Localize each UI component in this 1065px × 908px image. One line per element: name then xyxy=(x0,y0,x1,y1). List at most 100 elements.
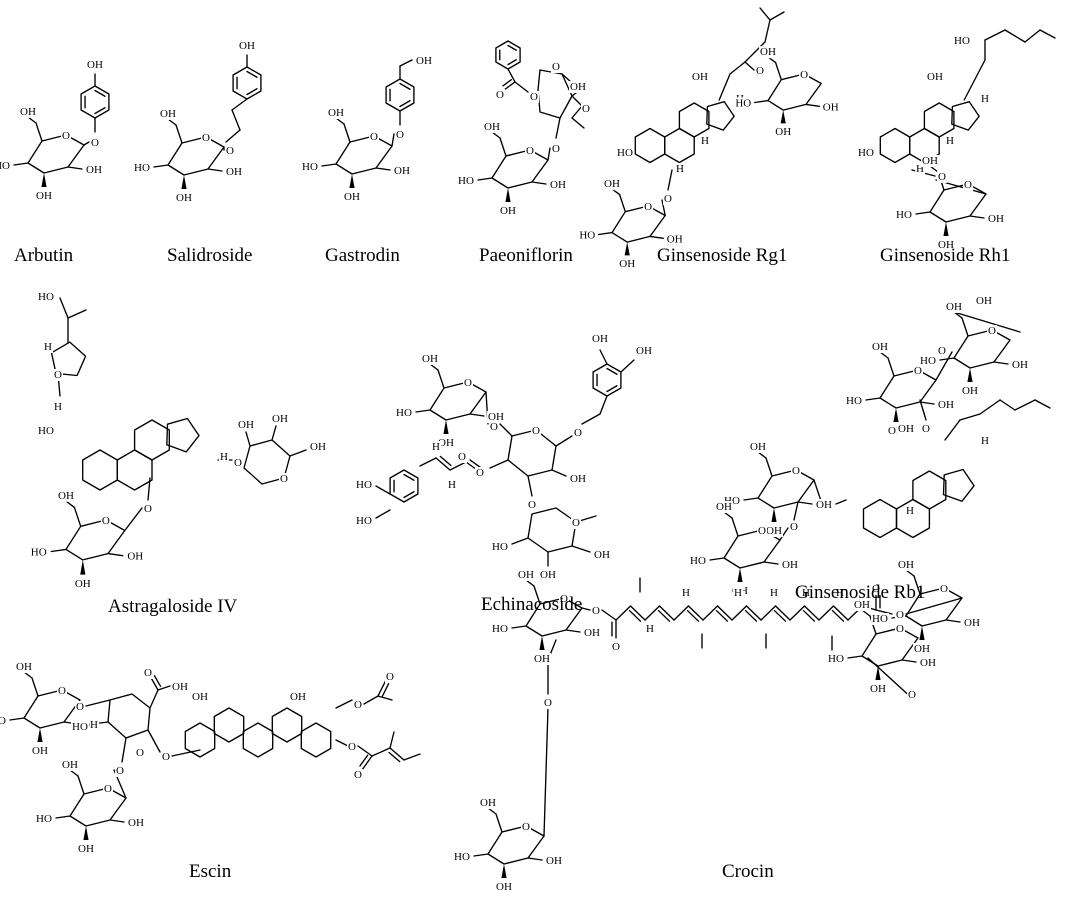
bond xyxy=(599,395,608,415)
bond xyxy=(959,413,981,421)
bond xyxy=(231,109,241,131)
c2-hydroxyl: OH xyxy=(964,617,980,629)
atom-label-background xyxy=(765,525,783,537)
atom-label-background xyxy=(774,126,793,138)
atom-label-background xyxy=(821,101,840,114)
c4-oh-bond xyxy=(473,853,489,857)
atom-label-o: O xyxy=(76,701,84,713)
bond xyxy=(789,605,806,621)
atom-label-background xyxy=(593,549,611,561)
double-bond xyxy=(361,755,373,771)
atom-label-oh: OH xyxy=(692,71,708,83)
atom-label-background xyxy=(551,143,562,155)
atom-label-o: O xyxy=(908,689,916,701)
atom-label-background xyxy=(533,653,551,665)
bond xyxy=(147,477,151,501)
atom-label-background xyxy=(57,685,68,697)
c2-hydroxyl: OH xyxy=(86,164,102,176)
double-bond xyxy=(658,605,675,621)
c2-oh-bond xyxy=(993,361,1009,365)
aromatic-inner-bond xyxy=(606,367,618,375)
ring-oxygen: O xyxy=(964,179,972,191)
double-bond xyxy=(377,679,387,697)
atom-label-background xyxy=(975,295,993,307)
atom-label-background xyxy=(987,213,1005,225)
atom-label-background xyxy=(143,503,154,515)
bond xyxy=(1039,29,1056,39)
c6-bond xyxy=(533,585,541,605)
atom-label-o: O xyxy=(790,521,798,533)
atom-label-background xyxy=(643,201,654,213)
bond xyxy=(419,457,437,467)
atom-label-background xyxy=(527,499,538,511)
c4-oh-bond xyxy=(153,164,169,168)
double-bond xyxy=(803,605,820,621)
c4-hydroxyl: HO xyxy=(492,623,508,635)
atom-label-h: H xyxy=(646,623,654,635)
atom-label-background xyxy=(37,425,55,437)
bond xyxy=(499,423,513,437)
c6-hydroxyl: OH xyxy=(484,121,500,133)
atom-label-background xyxy=(127,817,145,829)
atom-label-o: O xyxy=(348,741,356,753)
atom-label-background xyxy=(0,160,11,172)
c4-hydroxyl: HO xyxy=(896,209,912,221)
aromatic-inner-bond xyxy=(246,70,258,78)
atom-label-background xyxy=(421,353,439,365)
c3-hydroxyl: OH xyxy=(534,653,550,665)
bond xyxy=(571,105,583,119)
c2-oh-bond xyxy=(805,103,820,107)
ring-oxygen: O xyxy=(914,365,922,377)
atom-label-background xyxy=(521,821,532,833)
atom-label-background xyxy=(734,97,753,110)
atom-label-background xyxy=(578,229,597,242)
atom-label-o: O xyxy=(582,103,590,115)
bond xyxy=(935,351,953,381)
bond xyxy=(59,297,69,319)
bond xyxy=(551,469,567,477)
bond xyxy=(1024,29,1041,43)
double-bond xyxy=(381,683,390,697)
caption-astragaloside-iv: Astragaloside IV xyxy=(108,596,238,617)
sugar-ring xyxy=(335,135,393,175)
atom-label-oh: OH xyxy=(172,681,188,693)
atom-label-background xyxy=(491,623,509,635)
aromatic-inner-bond xyxy=(94,89,106,97)
cyclohexane-ring xyxy=(879,127,911,164)
atom-label-background xyxy=(369,131,380,143)
bond xyxy=(157,685,171,691)
atom-label-background xyxy=(569,473,587,485)
bond xyxy=(377,695,393,701)
bond xyxy=(963,59,986,101)
bond xyxy=(744,41,766,63)
c3-hydroxyl: OH xyxy=(914,643,930,655)
double-bond xyxy=(469,459,482,469)
atom-label-background xyxy=(301,161,319,173)
double-bond xyxy=(388,751,401,763)
cyclohexane-ring xyxy=(923,102,955,138)
bond xyxy=(527,475,533,497)
atom-label-background xyxy=(73,578,92,590)
atom-label-background xyxy=(29,546,48,559)
atom-label-background xyxy=(491,541,509,553)
c3-hydroxyl: OH xyxy=(32,745,48,757)
bond xyxy=(547,147,551,161)
ring-oxygen: O xyxy=(104,783,112,795)
atom-label-background xyxy=(591,333,609,345)
bond xyxy=(375,509,391,519)
c3-oh-bond xyxy=(967,368,973,382)
bond xyxy=(225,129,241,143)
double-bond xyxy=(744,609,758,622)
c2-oh-bond xyxy=(945,619,961,623)
c6-hydroxyl: OH xyxy=(480,797,496,809)
atom-label-oh: OH xyxy=(192,691,208,703)
c3-hydroxyl: OH xyxy=(962,385,978,397)
atom-label-background xyxy=(225,145,236,157)
bond xyxy=(793,501,799,521)
c3-hydroxyl: OH xyxy=(775,126,791,138)
aromatic-inner-bond xyxy=(246,88,258,96)
c2-hydroxyl: OH xyxy=(488,411,504,423)
atom-label-background xyxy=(86,59,104,71)
atom-label-background xyxy=(663,193,674,205)
